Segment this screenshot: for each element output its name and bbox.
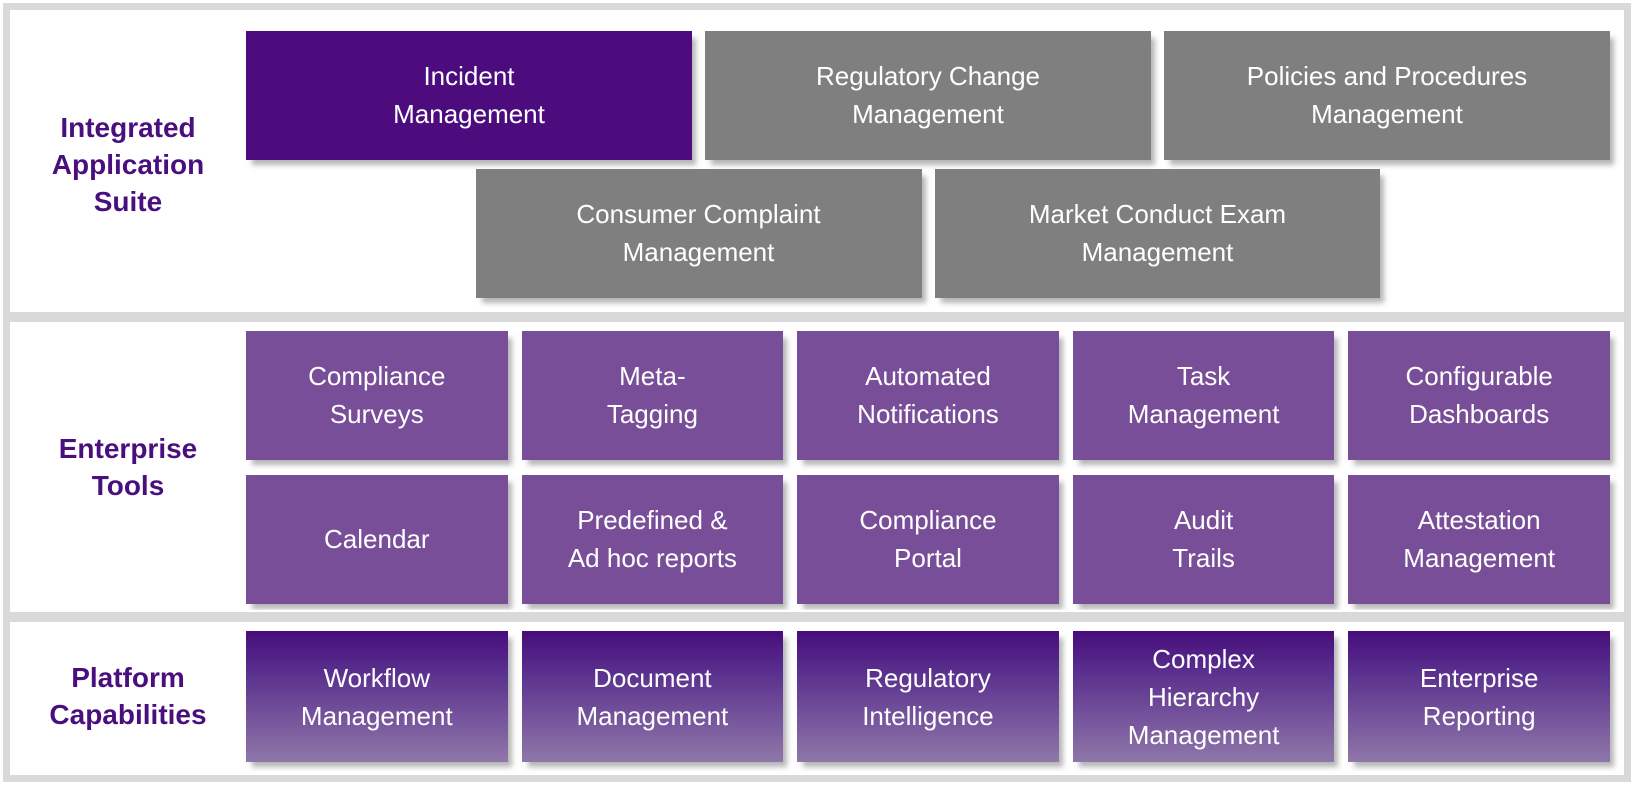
section-content-enterprise-tools: Compliance Surveys Meta- Tagging Automat… [246, 324, 1610, 610]
section-divider [10, 310, 1624, 324]
box-predefined-adhoc-reports: Predefined & Ad hoc reports [521, 474, 784, 604]
box-automated-notifications: Automated Notifications [797, 330, 1059, 460]
section-content-platform-capabilities: Workflow Management Document Management … [246, 624, 1610, 767]
application-suite-row-1: Incident Management Regulatory Change Ma… [246, 30, 1610, 160]
box-configurable-dashboards: Configurable Dashboards [1348, 330, 1610, 460]
section-platform-capabilities: Platform Capabilities Workflow Managemen… [10, 624, 1610, 767]
section-label-integrated-application-suite: Integrated Application Suite [51, 111, 205, 217]
box-incident-management: Incident Management [246, 30, 692, 160]
section-divider [10, 610, 1624, 624]
box-market-conduct-exam-management: Market Conduct Exam Management [934, 168, 1381, 298]
section-label-platform-capabilities: Platform Capabilities [49, 661, 207, 730]
box-task-management: Task Management [1072, 330, 1335, 460]
box-complex-hierarchy-management: Complex Hierarchy Management [1072, 631, 1335, 762]
section-enterprise-tools: Enterprise Tools Compliance Surveys Meta… [10, 324, 1610, 610]
enterprise-tools-row-2: Calendar Predefined & Ad hoc reports Com… [246, 474, 1610, 604]
section-label-enterprise-tools: Enterprise Tools [58, 433, 198, 501]
box-consumer-complaint-management: Consumer Complaint Management [475, 168, 922, 298]
enterprise-tools-row-1: Compliance Surveys Meta- Tagging Automat… [246, 330, 1610, 460]
diagram-frame: Integrated Application Suite Incident Ma… [3, 3, 1631, 782]
box-compliance-portal: Compliance Portal [797, 474, 1059, 604]
box-attestation-management: Attestation Management [1348, 474, 1610, 604]
box-policies-and-procedures-management: Policies and Procedures Management [1164, 30, 1610, 160]
box-regulatory-intelligence: Regulatory Intelligence [797, 631, 1059, 762]
box-workflow-management: Workflow Management [246, 631, 508, 762]
box-regulatory-change-management: Regulatory Change Management [705, 30, 1151, 160]
section-integrated-application-suite: Integrated Application Suite Incident Ma… [10, 18, 1610, 310]
box-meta-tagging: Meta- Tagging [521, 330, 784, 460]
box-enterprise-reporting: Enterprise Reporting [1348, 631, 1610, 762]
section-content-integrated-application-suite: Incident Management Regulatory Change Ma… [246, 18, 1610, 310]
box-document-management: Document Management [521, 631, 784, 762]
box-audit-trails: Audit Trails [1072, 474, 1335, 604]
application-suite-row-2: Consumer Complaint Management Market Con… [246, 168, 1610, 298]
box-calendar: Calendar [246, 474, 508, 604]
box-compliance-surveys: Compliance Surveys [246, 330, 508, 460]
platform-capabilities-row: Workflow Management Document Management … [246, 631, 1610, 762]
